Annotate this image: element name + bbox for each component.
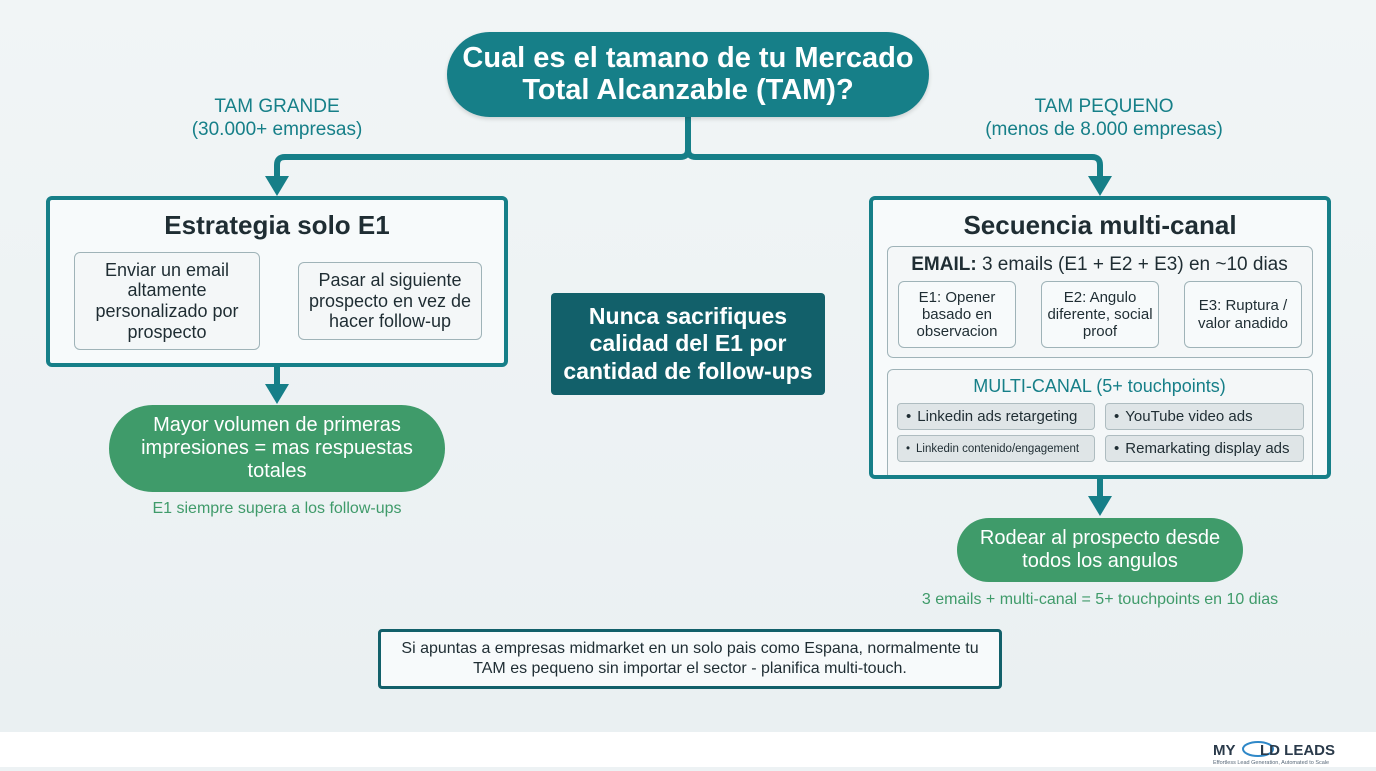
arrowhead-right-result	[1088, 496, 1112, 516]
question-bubble: Cual es el tamano de tu Mercado Total Al…	[447, 32, 929, 117]
right-panel-title: Secuencia multi-canal	[963, 210, 1237, 240]
channel-chip-youtube-ads: • YouTube video ads	[1105, 403, 1304, 430]
footer-bar	[0, 732, 1376, 767]
bullet-icon: •	[906, 408, 912, 425]
arrowhead-left-result	[265, 384, 289, 404]
multichannel-heading: MULTI-CANAL (5+ touchpoints)	[973, 376, 1226, 396]
svg-text:LD LEADS: LD LEADS	[1260, 742, 1335, 759]
arrowhead-right-top	[1088, 176, 1112, 196]
left-panel-title: Estrategia solo E1	[164, 210, 390, 240]
left-step-1: Enviar un email altamente personalizado …	[74, 252, 260, 350]
bullet-icon: •	[906, 442, 911, 455]
svg-text:Effortless Lead Generation, Au: Effortless Lead Generation, Automated to…	[1213, 760, 1329, 766]
left-strategy-panel: Estrategia solo E1 Enviar un email altam…	[46, 196, 508, 367]
channel-chip-label: YouTube video ads	[1125, 408, 1253, 425]
email-section-heading: EMAIL: 3 emails (E1 + E2 + E3) en ~10 di…	[888, 254, 1311, 276]
branch-label-left: TAM GRANDE (30.000+ empresas)	[147, 96, 407, 142]
channel-chip-linkedin-content: • Linkedin contenido/engagement	[897, 435, 1095, 462]
branch-label-right-subtitle: (menos de 8.000 empresas)	[985, 118, 1223, 140]
connector-question-right	[685, 149, 1103, 178]
left-result-caption: E1 siempre supera a los follow-ups	[152, 500, 402, 517]
bullet-icon: •	[1114, 408, 1120, 425]
email-step-3: E3: Ruptura / valor anadido	[1184, 281, 1302, 348]
bullet-icon: •	[1114, 440, 1120, 457]
channel-chip-label: Linkedin ads retargeting	[917, 408, 1078, 425]
left-step-2: Pasar al siguiente prospecto en vez de h…	[298, 262, 482, 340]
right-result-caption: 3 emails + multi-canal = 5+ touchpoints …	[921, 591, 1279, 608]
branch-label-right-title: TAM PEQUENO	[1034, 96, 1174, 117]
branch-label-left-title: TAM GRANDE	[214, 96, 340, 117]
email-step-1: E1: Opener basado en observacion	[898, 281, 1016, 348]
brand-logo: MY LD LEADS Effortless Lead Generation, …	[1188, 738, 1368, 766]
arrowhead-left-top	[265, 176, 289, 196]
channel-chip-linkedin-ads: • Linkedin ads retargeting	[897, 403, 1095, 430]
channel-chip-label: Linkedin contenido/engagement	[916, 442, 1080, 455]
channel-chip-label: Remarkating display ads	[1125, 440, 1290, 457]
left-result-pill: Mayor volumen de primeras impresiones = …	[109, 405, 445, 492]
email-heading-text: 3 emails (E1 + E2 + E3) en ~10 dias	[976, 254, 1288, 275]
svg-text:MY: MY	[1213, 742, 1236, 759]
brand-logo-graphic: MY LD LEADS Effortless Lead Generation, …	[1213, 741, 1335, 766]
center-message-box: Nunca sacrifiques calidad del E1 por can…	[551, 293, 825, 395]
bottom-note: Si apuntas a empresas midmarket en un so…	[378, 629, 1002, 689]
multichannel-section: MULTI-CANAL (5+ touchpoints) • Linkedin a…	[887, 369, 1313, 475]
right-strategy-panel: Secuencia multi-canal EMAIL: 3 emails (E…	[869, 196, 1331, 479]
branch-label-left-subtitle: (30.000+ empresas)	[191, 118, 363, 140]
right-result-pill: Rodear al prospecto desde todos los angu…	[957, 518, 1243, 582]
channel-chip-remarketing: • Remarkating display ads	[1105, 435, 1304, 462]
email-section: EMAIL: 3 emails (E1 + E2 + E3) en ~10 di…	[887, 246, 1313, 358]
email-heading-label: EMAIL:	[911, 254, 977, 275]
branch-label-right: TAM PEQUENO (menos de 8.000 empresas)	[964, 96, 1244, 142]
email-step-2: E2: Angulo diferente, social proof	[1041, 281, 1159, 348]
